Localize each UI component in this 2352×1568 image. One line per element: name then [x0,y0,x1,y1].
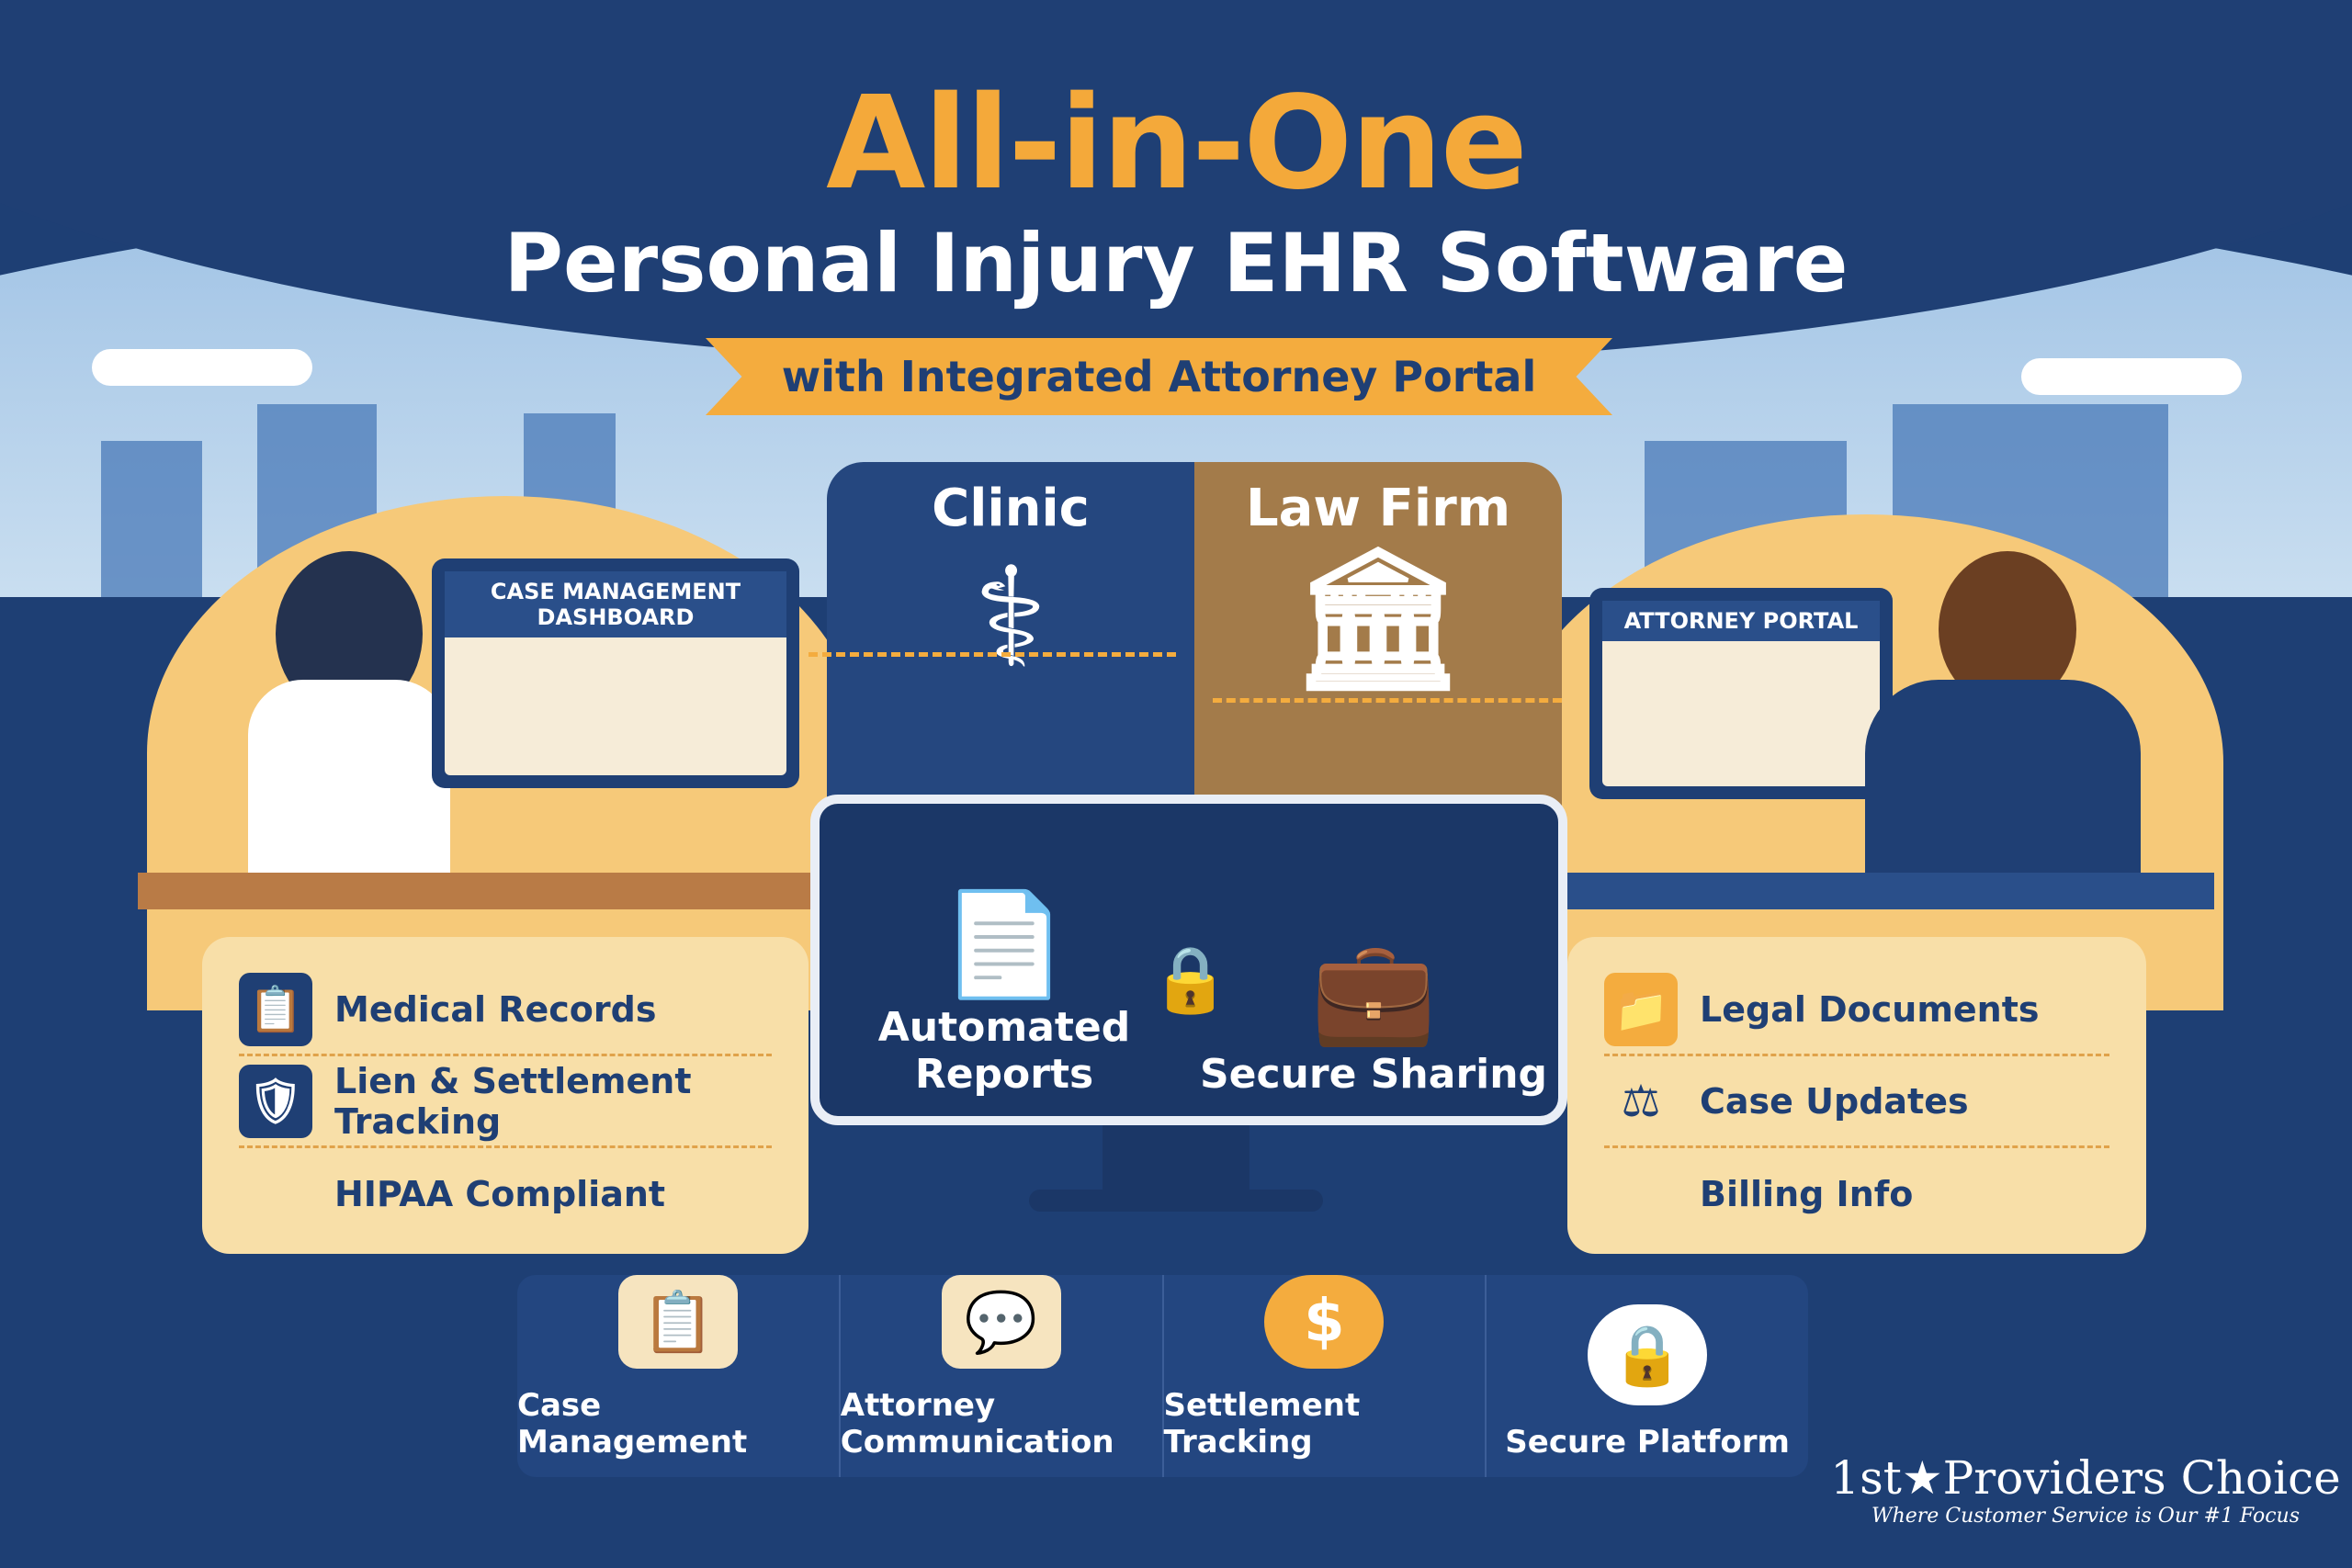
feature-label: Case Updates [1700,1080,1969,1122]
cloud [2021,358,2242,395]
attorney-portal-monitor: ATTORNEY PORTAL [1589,588,1893,799]
logo-tagline: Where Customer Service is Our #1 Focus [1871,1505,2301,1528]
dashboard-title: CASE MANAGEMENT DASHBOARD [445,571,786,637]
clinic-desk [138,873,818,909]
connector-line [1213,698,1562,703]
clinic-label: Clinic [932,479,1090,538]
secure-sharing-panel: 💼 Secure Sharing [1189,804,1558,1116]
bottom-label: Settlement Tracking [1163,1387,1361,1461]
logo-name: 1st★Providers Choice [1830,1451,2341,1505]
folder-icon: 📁 [1604,972,1678,1046]
dashboard-monitor: CASE MANAGEMENT DASHBOARD [432,558,799,788]
clinic-features: 📋 Medical Records 🛡 Lien & Settlement Trac… [202,937,808,1254]
secure-sharing-label: Secure Sharing [1199,1051,1548,1098]
caduceus-icon: ⚕ [973,538,1048,698]
automated-reports-panel: 📄 Automated Reports [820,804,1189,1116]
bullet [239,1157,312,1231]
shield-icon: 🛡 [239,1064,312,1138]
ribbon-text: with Integrated Attorney Portal [781,352,1537,401]
connector-line [808,652,1176,657]
building [101,441,202,597]
feature-label: HIPAA Compliant [334,1174,666,1214]
report-document-icon: 📄 [941,886,1068,1003]
bullet [1604,1157,1678,1231]
dollar-coin-icon: $ [1264,1275,1385,1369]
cloud [92,349,312,386]
doctor-coat [248,680,450,882]
monitor-stand [1102,1125,1250,1199]
page-subtitle: Personal Injury EHR Software [503,216,1849,310]
bottom-label: Attorney Communication [840,1387,1114,1461]
attorney-suit [1865,680,2141,900]
feature-label: Lien & Settlement Tracking [334,1060,692,1142]
page-title: All-in-One [826,69,1528,219]
bottom-label: Secure Platform [1505,1424,1790,1461]
bottom-features-bar: 📋 Case Management 💬 Attorney Communication… [517,1275,1808,1477]
clinic-side: Clinic⚕ [827,462,1194,811]
law-firm-features: 📁 Legal Documents ⚖ Case Updates Billing I… [1567,937,2146,1254]
feature-hipaa: HIPAA Compliant [239,1148,772,1240]
ribbon-banner: with Integrated Attorney Portal [706,338,1612,415]
company-logo: 1st★Providers Choice Where Customer Serv… [1828,1451,2343,1528]
attorney-portal-title: ATTORNEY PORTAL [1602,601,1880,641]
bottom-label: Case Management [517,1387,748,1461]
scales-icon: ⚖ [1621,1075,1661,1127]
feature-label: Legal Documents [1700,988,2040,1030]
law-desk [1553,873,2214,909]
cloud-lock-icon: 🔒 [1588,1304,1708,1405]
courthouse-icon: 🏛 [1290,539,1466,699]
feature-medical-records: 📋 Medical Records [239,964,772,1056]
briefcase-share-icon: 💼 [1310,932,1437,1050]
feature-label: Medical Records [334,988,657,1030]
clinic-lawfirm-panel: Clinic⚕ Law Firm🏛 [827,462,1562,811]
lock-icon: 🔒 [1150,942,1231,1017]
central-monitor: 📄 Automated Reports 🔒 💼 Secure Sharing [810,795,1567,1125]
feature-lien-settlement: 🛡 Lien & Settlement Tracking [239,1056,772,1148]
clipboard-icon: 📋 [617,1275,738,1369]
feature-billing-info: Billing Info [1604,1148,2109,1240]
chat-briefcase-icon: 💬 [941,1275,1061,1369]
feature-case-updates: ⚖ Case Updates [1604,1056,2109,1148]
feature-legal-documents: 📁 Legal Documents [1604,964,2109,1056]
bottom-secure-platform: 🔒 Secure Platform [1487,1275,1808,1477]
automated-reports-label: Automated Reports [877,1004,1131,1098]
bottom-settlement-tracking: $ Settlement Tracking [1164,1275,1487,1477]
law-firm-label: Law Firm [1245,479,1511,538]
monitor-base [1029,1190,1323,1212]
bottom-attorney-communication: 💬 Attorney Communication [841,1275,1164,1477]
law-firm-side: Law Firm🏛 [1194,462,1562,811]
feature-label: Billing Info [1700,1174,1914,1214]
bottom-case-management: 📋 Case Management [517,1275,841,1477]
clipboard-icon: 📋 [239,972,312,1046]
